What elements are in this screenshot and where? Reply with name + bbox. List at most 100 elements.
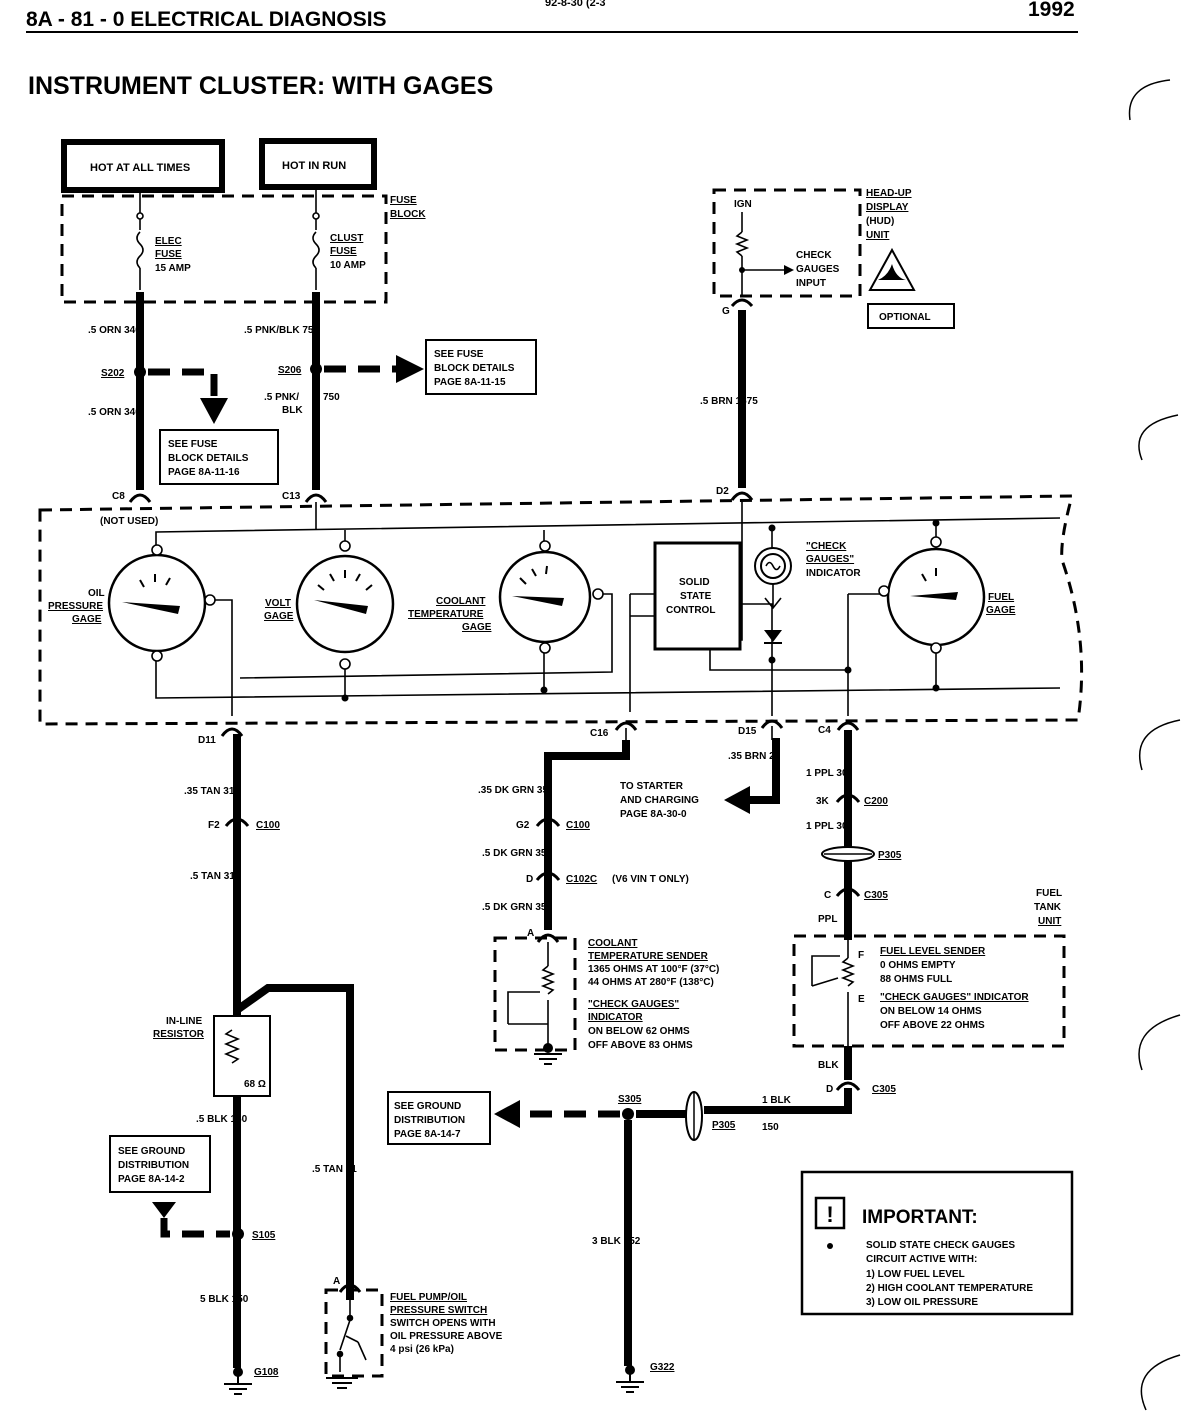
coolant-sender-line-3: 1365 OHMS AT 100°F (37°C): [588, 964, 719, 975]
wire-pnk-label-1: .5 PNK/BLK 750: [244, 325, 319, 336]
coolant-gage-terminal-top: [539, 540, 551, 552]
starter-line-1: TO STARTER: [620, 781, 684, 792]
switch-label-4: OIL PRESSURE ABOVE: [390, 1331, 503, 1342]
cluster-junctions: [341, 519, 940, 702]
fuse-details-15-line-3: PAGE 8A-11-15: [434, 377, 506, 388]
ground-switch-icon: [326, 1377, 358, 1389]
wire-blk150-label-2: 5 BLK 150: [200, 1294, 249, 1305]
fuel-gage-needle: [910, 568, 958, 600]
coolant-sender-line-5: "CHECK GAUGES": [588, 999, 679, 1010]
wire-dkgrn-label-2: .5 DK GRN 35: [482, 848, 547, 859]
punch-hole-3: [1138, 719, 1181, 771]
fuse-details-16-line-1: SEE FUSE: [168, 439, 218, 450]
connector-switch-a-label: A: [333, 1276, 340, 1287]
fuse-details-15-line-2: BLOCK DETAILS: [434, 363, 515, 374]
starter-arrow: [724, 786, 750, 814]
wire-pnk-label-2a: .5 PNK/: [264, 392, 299, 403]
coolant-sender-line-6: INDICATOR: [588, 1012, 643, 1023]
in-line-resistor-symbol: [223, 1029, 241, 1064]
oil-pressure-gage: [107, 553, 207, 653]
important-line-1: SOLID STATE CHECK GAUGES: [866, 1240, 1015, 1251]
fuse-block-outline: [60, 194, 388, 304]
fuel-sender-line-4: "CHECK GAUGES" INDICATOR: [880, 992, 1029, 1003]
clust-fuse-symbol: [312, 231, 320, 269]
connector-c8-label: C8: [112, 491, 125, 502]
fuel-gage-terminal-left: [878, 585, 890, 597]
svg-text:!: !: [826, 1202, 833, 1227]
wire-dkgrn-label-3: .5 DK GRN 35: [482, 902, 547, 913]
connector-c200-label: C200: [864, 796, 888, 807]
coolant-gage-needle: [512, 565, 564, 606]
wire-1-blk-150: [704, 1088, 852, 1114]
ground-14-2-arrow: [152, 1202, 176, 1218]
connector-c102c-label: C102C: [566, 874, 597, 885]
hot-in-run-box: [259, 138, 377, 190]
connector-d2-label: D2: [716, 486, 729, 497]
check-ind-label-1: "CHECK: [806, 541, 847, 552]
fuse-details-16-box: [159, 429, 279, 485]
important-line-4: 2) HIGH COOLANT TEMPERATURE: [866, 1283, 1033, 1294]
punch-hole-5: [1140, 1354, 1181, 1411]
resistor-label-2: RESISTOR: [153, 1029, 205, 1040]
ground-14-2-box: [109, 1135, 211, 1193]
connector-c16: [614, 721, 638, 731]
fuse-details-15-box: [425, 339, 537, 395]
connector-d-c305-label: D: [826, 1084, 833, 1095]
hud-unit-2: DISPLAY: [866, 202, 909, 213]
connector-d-label: D: [526, 874, 533, 885]
punch-holes: [1128, 79, 1181, 1411]
grommet-p305b-label: P305: [712, 1120, 736, 1131]
fuel-gage-terminal-top: [930, 536, 942, 548]
ground-14-7-line-2: DISTRIBUTION: [394, 1115, 465, 1126]
connector-f2-label: F2: [208, 820, 220, 831]
wire-3blk-152-label: 3 BLK 152: [592, 1236, 641, 1247]
switch-label-1: FUEL PUMP/OIL: [390, 1292, 467, 1303]
fuse-block-label-1: FUSE: [390, 195, 417, 206]
connector-d11: [220, 727, 244, 737]
check-ind-label-3: INDICATOR: [806, 568, 861, 579]
connector-c100b-label: C100: [566, 820, 590, 831]
hud-unit-3: (HUD): [866, 216, 894, 227]
ground-14-2-line-3: PAGE 8A-14-2: [118, 1174, 185, 1185]
coolant-sender-outline: [493, 936, 577, 1052]
coolant-gage-terminal-right: [592, 588, 604, 600]
fuel-tank-label-3: UNIT: [1038, 916, 1061, 927]
elec-fuse-terminal-top: [136, 212, 144, 220]
volt-label-1: VOLT: [265, 598, 291, 609]
oil-label-3: GAGE: [72, 614, 102, 625]
connector-c13: [304, 493, 328, 503]
clust-fuse-label-1: CLUST: [330, 233, 363, 244]
check-gauges-bulb-icon: [754, 547, 792, 585]
optional-box: [867, 303, 955, 329]
oil-label-2: PRESSURE: [48, 601, 103, 612]
connector-c305-c: [835, 887, 861, 897]
splice-s305-label: S305: [618, 1094, 642, 1105]
hud-input-arrow: [784, 265, 794, 275]
coolant-label-3: GAGE: [462, 622, 492, 633]
wire-blk-label: BLK: [818, 1060, 839, 1071]
ground-g108-icon: [224, 1376, 252, 1395]
important-heading: IMPORTANT:: [862, 1207, 978, 1228]
wire-pnk-label-2c: 750: [323, 392, 340, 403]
wire-ppl-label-3: PPL: [818, 914, 837, 925]
coolant-sender-line-1: COOLANT: [588, 938, 637, 949]
punch-hole-2: [1138, 414, 1179, 461]
important-line-3: 1) LOW FUEL LEVEL: [866, 1269, 965, 1280]
wire-ppl-label-2: 1 PPL 30: [806, 821, 848, 832]
solid-state-control-box: [653, 541, 742, 651]
connector-switch-a: [338, 1283, 362, 1293]
fuel-tank-label-1: FUEL: [1036, 888, 1062, 899]
ground-14-7-line-1: SEE GROUND: [394, 1101, 461, 1112]
connector-g-hud: [730, 298, 754, 308]
hud-unit-4: UNIT: [866, 230, 889, 241]
coolant-sender-icon: [507, 942, 556, 1044]
connector-3k-label: 3K: [816, 796, 830, 807]
pass-through-grommet-p305: [821, 846, 875, 862]
connector-coolant-a-label: A: [527, 928, 534, 939]
connector-c100-f2: [224, 817, 250, 827]
fuel-tank-outline: [792, 934, 1066, 1048]
connector-coolant-a: [536, 933, 560, 943]
coolant-gage-terminal-bottom: [539, 642, 551, 654]
connector-c-label: C: [824, 890, 831, 901]
resistor-value: 68 Ω: [244, 1079, 266, 1090]
